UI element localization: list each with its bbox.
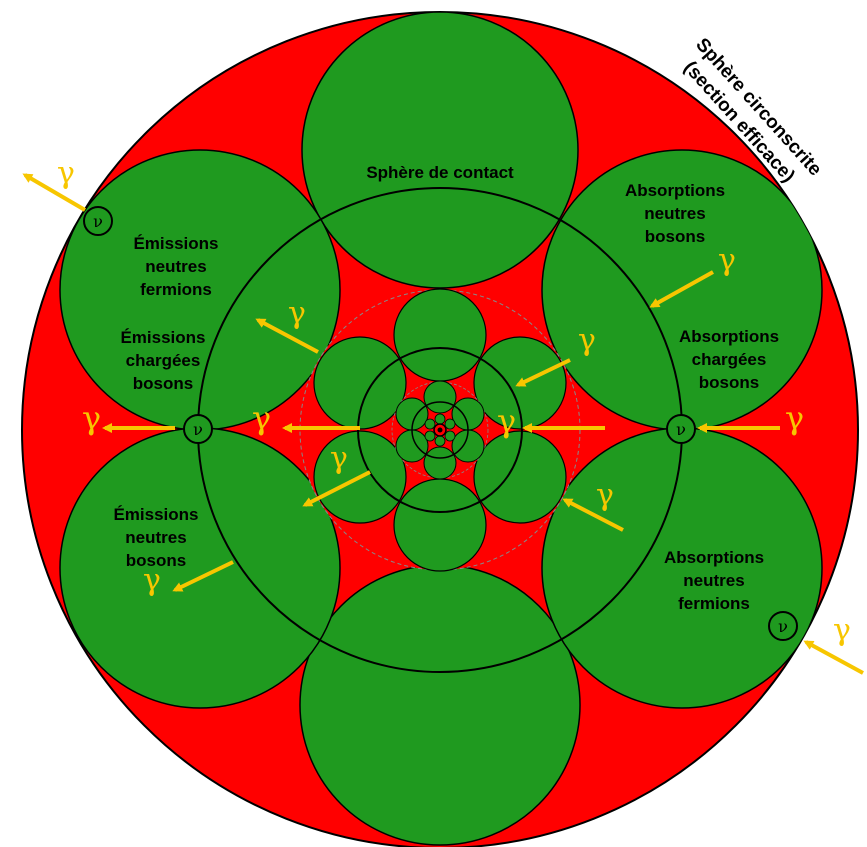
contact-sphere-label: Sphère de contact [366, 163, 514, 182]
label-line: Absorptions [664, 548, 764, 567]
em-neutral-bosons-label: Émissions neutres bosons [113, 505, 198, 570]
label-line: Absorptions [679, 327, 779, 346]
label-line: neutres [145, 257, 206, 276]
photon-label: γ [252, 399, 271, 437]
neutrino-label: ν [676, 420, 686, 439]
neutrino-circle-icon: ν [83, 206, 113, 236]
neutrino-symbols: ν ν ν ν [83, 206, 798, 641]
abs-neutral-bosons-label: Absorptions neutres bosons [625, 181, 725, 246]
photon-label: γ [288, 296, 306, 331]
photon-label: γ [785, 399, 804, 437]
label-line: chargées [126, 351, 201, 370]
photon-labels: γ γ γ γ γ γ γ γ γ γ γ γ [57, 156, 851, 648]
label-line: Émissions [120, 328, 205, 347]
neutrino-circle-icon: ν [666, 414, 696, 444]
photon-label: γ [497, 402, 516, 440]
photon-label: γ [596, 478, 614, 513]
label-line: bosons [699, 373, 759, 392]
photon-arrow-icon [22, 173, 87, 212]
label-line: fermions [678, 594, 750, 613]
label-line: Émissions [133, 234, 218, 253]
photon-arrow-icon [302, 470, 371, 507]
core-dot [437, 427, 443, 433]
photon-arrow-icon [803, 640, 864, 675]
label-line: Absorptions [625, 181, 725, 200]
contact-sphere-lower-left [59, 427, 341, 709]
label-line: fermions [140, 280, 212, 299]
neutrino-label: ν [778, 617, 788, 636]
label-line: chargées [692, 350, 767, 369]
neutrino-circle-icon: ν [183, 414, 213, 444]
innermost-spheres [424, 413, 456, 447]
photon-arrow-icon [515, 358, 571, 387]
label-line: bosons [126, 551, 186, 570]
contact-sphere-bottom [299, 564, 581, 846]
photon-label: γ [578, 323, 596, 358]
em-neutral-fermions-label: Émissions neutres fermions [133, 234, 218, 299]
photon-label: γ [330, 441, 348, 476]
label-line: neutres [683, 571, 744, 590]
photon-label: γ [718, 243, 736, 278]
label-line: Émissions [113, 505, 198, 524]
photon-arrows [22, 173, 864, 675]
photon-arrow-icon [172, 560, 234, 592]
em-charged-bosons-label: Émissions chargées bosons [120, 328, 205, 393]
photon-label: γ [57, 156, 75, 191]
photon-label: γ [82, 399, 101, 437]
abs-charged-bosons-label: Absorptions chargées bosons [679, 327, 779, 392]
neutrino-circle-icon: ν [768, 611, 798, 641]
photon-label: γ [833, 613, 851, 648]
abs-neutral-fermions-label: Absorptions neutres fermions [664, 548, 764, 613]
contact-ring-inner [411, 401, 469, 459]
neutrino-label: ν [193, 420, 203, 439]
contact-sphere-lower-right [541, 427, 823, 709]
photon-label: γ [143, 563, 161, 598]
label-line: bosons [133, 374, 193, 393]
photon-arrow-icon [562, 498, 624, 532]
inner-contact-spheres [395, 380, 485, 480]
photon-arrow-icon [255, 318, 319, 354]
contact-sphere-top [301, 12, 579, 289]
label-line: neutres [644, 204, 705, 223]
outer-contact-spheres [59, 12, 823, 846]
label-line: bosons [645, 227, 705, 246]
label-line: neutres [125, 528, 186, 547]
neutrino-label: ν [93, 212, 103, 231]
photon-arrow-icon [649, 270, 714, 308]
